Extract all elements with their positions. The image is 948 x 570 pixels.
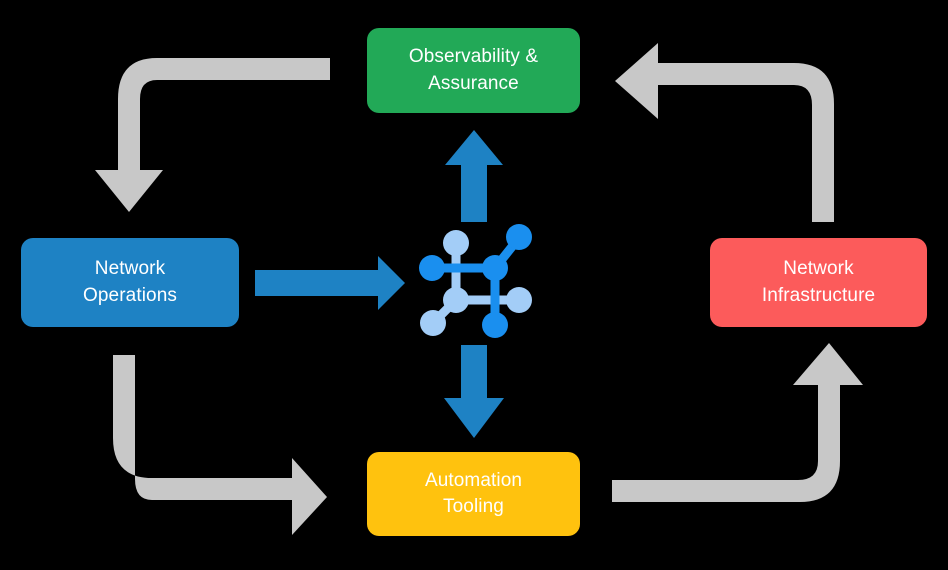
network-icon-light-nodes bbox=[420, 230, 532, 336]
network-icon-dark-nodes bbox=[419, 224, 532, 338]
gray-arrow-operations-to-automation bbox=[113, 355, 327, 535]
blue-arrow-operations-to-center bbox=[255, 256, 405, 310]
gray-arrow-infrastructure-to-observability bbox=[615, 43, 834, 222]
node-label-observability: Observability & Assurance bbox=[408, 46, 539, 94]
node-label-automation-tooling: Automation Tooling bbox=[424, 469, 523, 517]
node-box-network-infrastructure[interactable]: Network Infrastructure bbox=[710, 238, 927, 327]
gray-arrow-automation-to-infrastructure bbox=[612, 343, 863, 502]
node-label-network-infrastructure: Network Infrastructure bbox=[761, 258, 876, 306]
gray-arrow-observability-to-operations bbox=[95, 58, 330, 212]
node-label-network-operations: Network Operations bbox=[83, 258, 177, 306]
blue-arrow-center-to-automation bbox=[444, 345, 504, 438]
node-box-observability[interactable]: Observability & Assurance bbox=[367, 28, 580, 113]
node-box-automation-tooling[interactable]: Automation Tooling bbox=[367, 452, 580, 536]
node-box-network-operations[interactable]: Network Operations bbox=[21, 238, 239, 327]
blue-arrow-center-to-observability bbox=[445, 130, 503, 222]
